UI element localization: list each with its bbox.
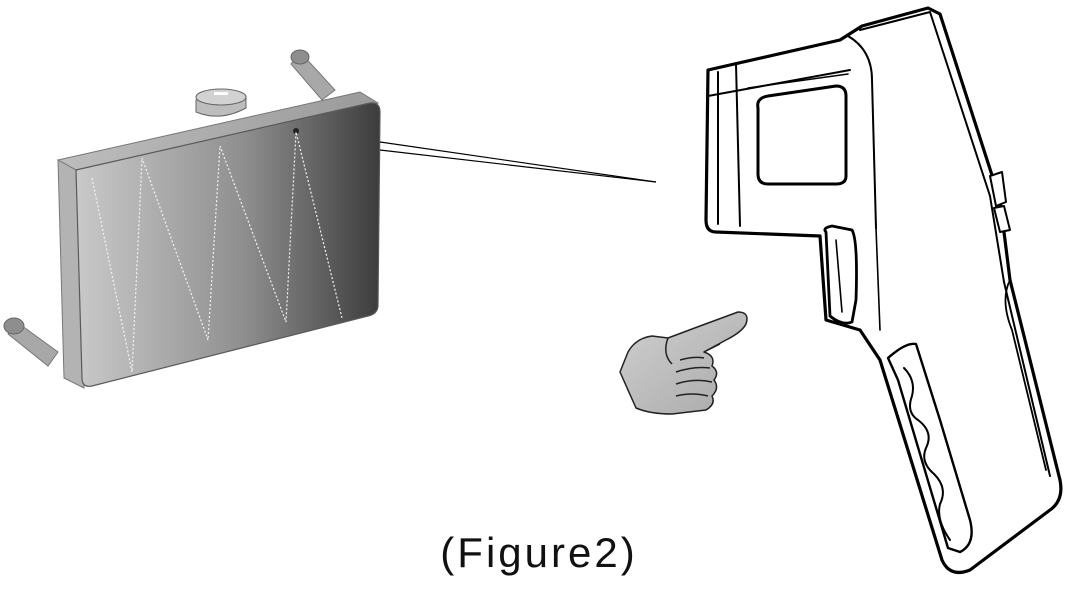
infrared-thermometer-icon [704, 6, 1063, 574]
scan-pattern [91, 131, 343, 373]
panel-filler-cap [195, 88, 247, 117]
figure-caption: (Figure2) [440, 529, 638, 576]
radiator-panel-icon [3, 49, 381, 389]
measurement-beam [379, 141, 657, 183]
pointing-hand-icon [619, 311, 748, 415]
panel-mounting-posts [3, 49, 336, 367]
